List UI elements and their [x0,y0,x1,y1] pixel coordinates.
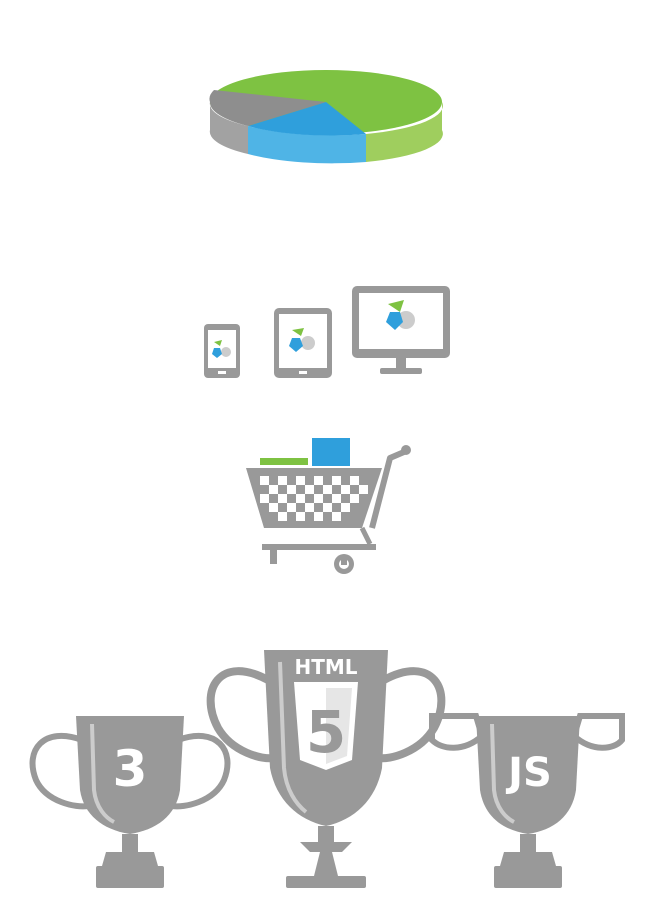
cart-item-green [260,458,308,465]
responsive-devices-icon [204,286,450,378]
html-label: HTML [294,655,357,679]
pie-side-gray [209,102,248,154]
shopping-cart-icon [246,438,411,574]
pie-chart-3d-icon [209,70,443,164]
cart-wheel-left [270,550,277,564]
js-label: JS [505,750,552,796]
javascript-trophy-icon: JS [429,713,625,888]
smartphone-icon [204,324,240,378]
html5-numeral: 5 [306,698,346,766]
cart-basket-grid [260,476,368,521]
pie-side-green [366,102,443,162]
pie-top-gray [209,102,326,126]
css3-trophy-icon: 3 [29,716,231,888]
html5-trophy-icon: HTML 5 [206,650,446,888]
cart-item-blue [312,438,350,466]
tablet-icon [274,308,332,378]
pie-top-blue [248,102,366,136]
css3-numeral: 3 [113,740,148,798]
pie-top-gray-wedge [209,90,326,102]
trophies-group: 3 HTML 5 JS [29,650,625,888]
desktop-monitor-icon [352,286,450,374]
